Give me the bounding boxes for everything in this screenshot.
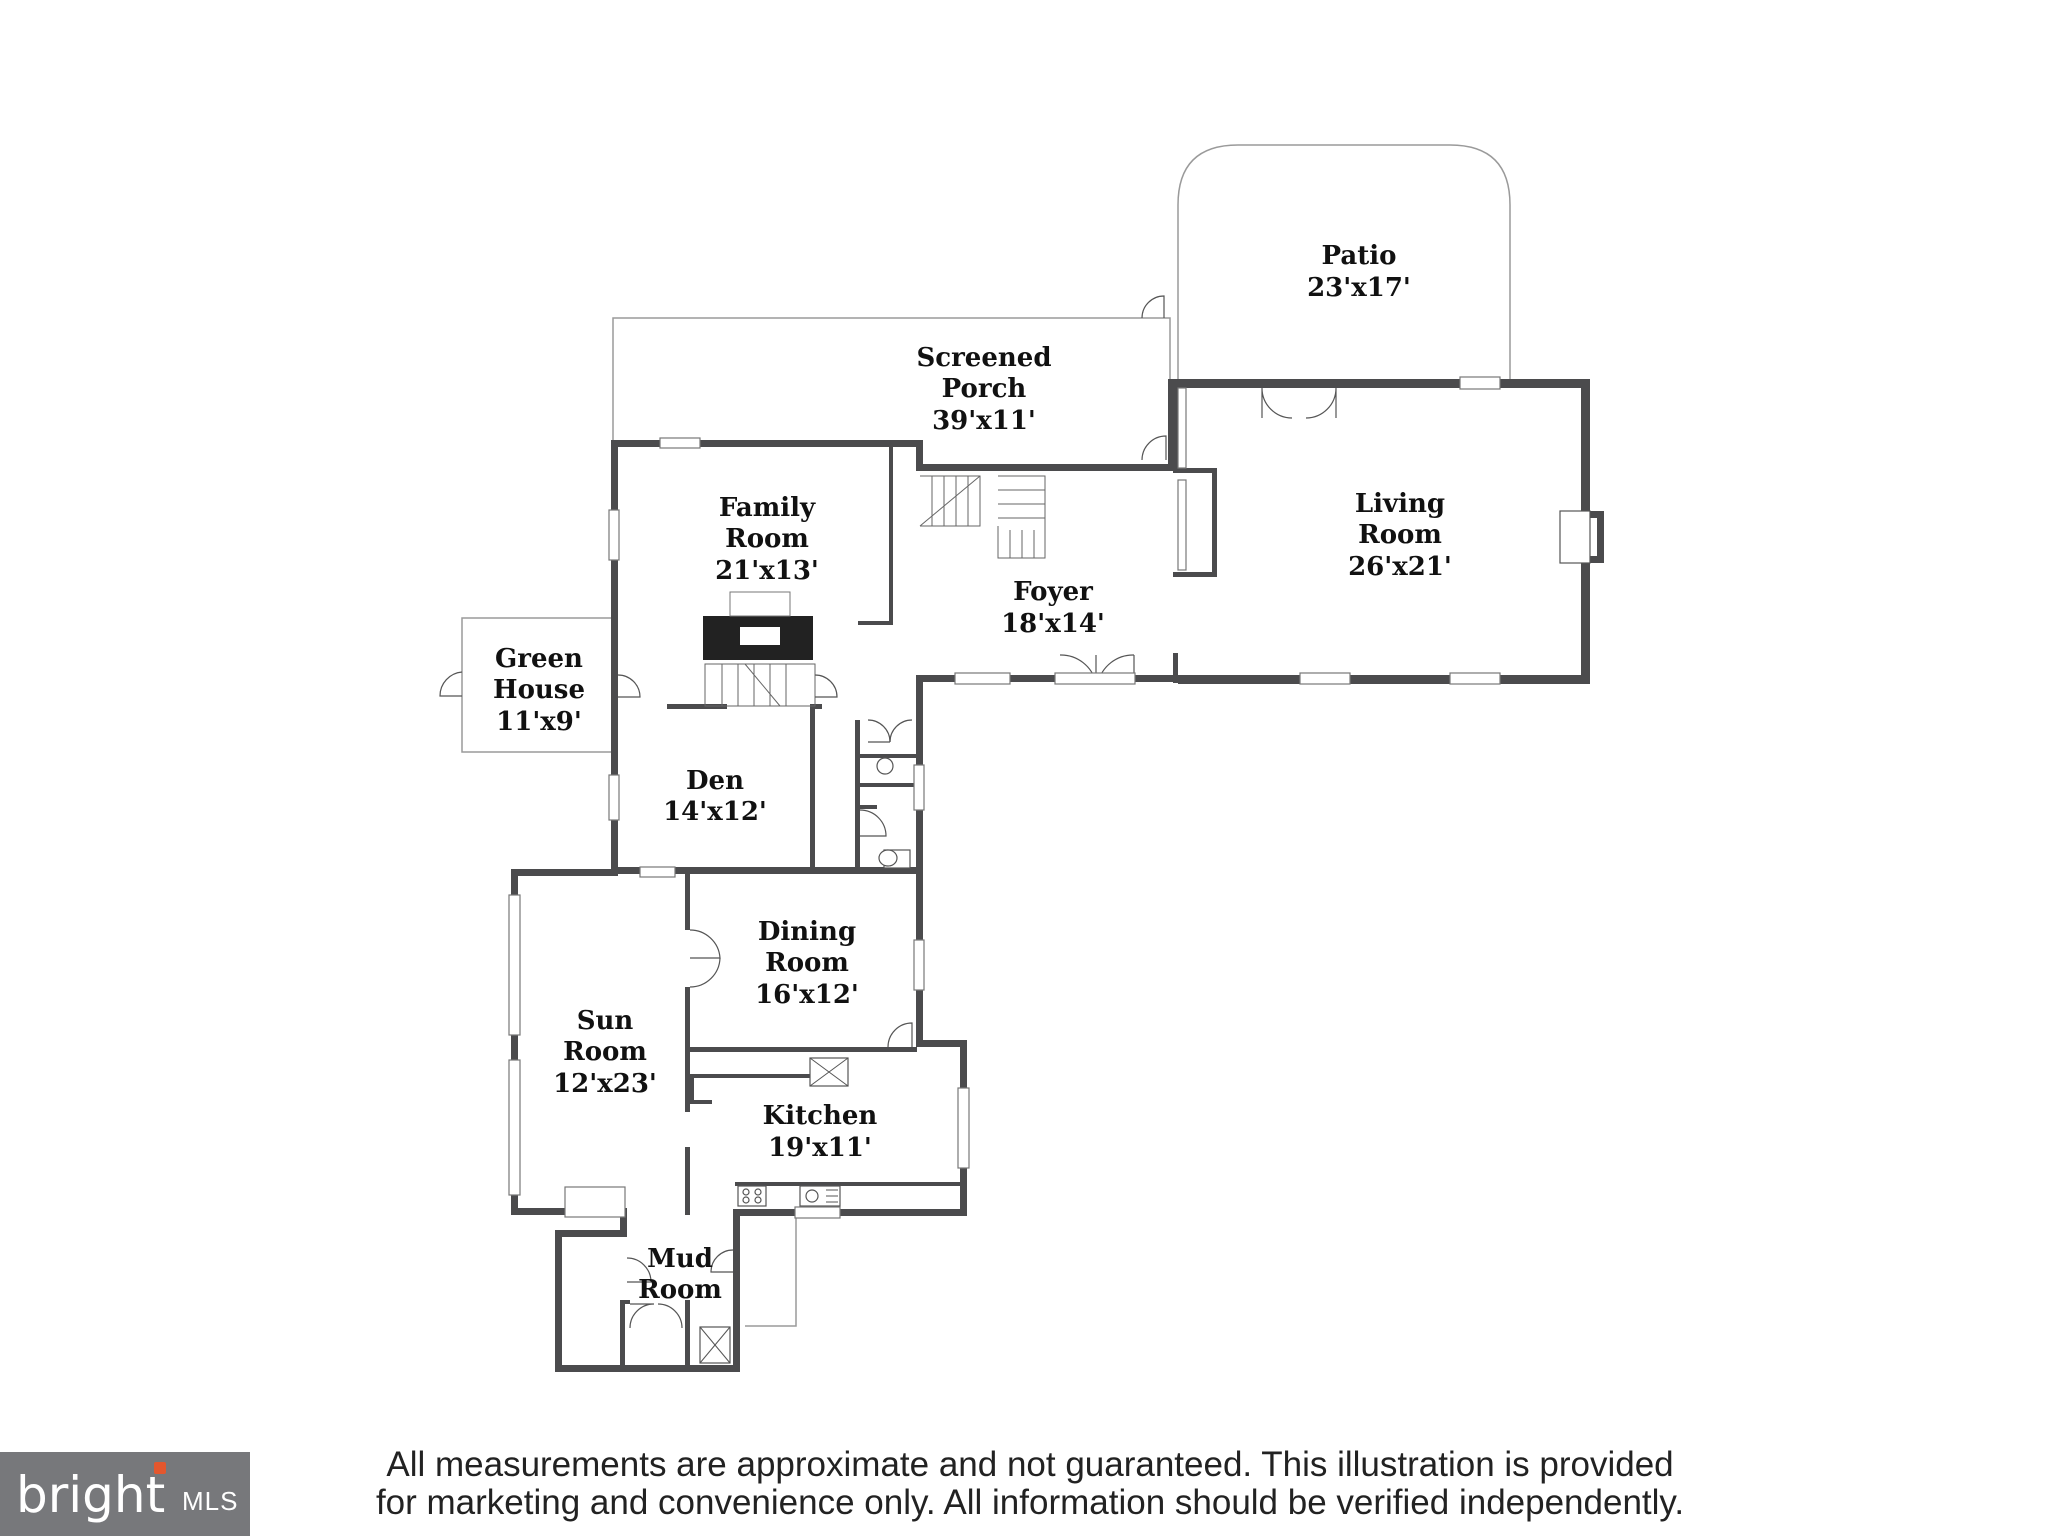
- logo-accent-mark: [154, 1462, 166, 1474]
- porch-door-swing: [1141, 295, 1165, 319]
- disclaimer: All measurements are approximate and not…: [300, 1446, 1760, 1522]
- room-labels: Patio 23'x17' Screened Porch 39'x11' Fam…: [493, 241, 1452, 1305]
- dining-room-size: 16'x12': [755, 980, 859, 1010]
- dining-room-name-2: Room: [765, 948, 849, 978]
- family-room-size: 21'x13': [715, 556, 819, 586]
- logo-suffix: MLS: [182, 1486, 239, 1516]
- mud-room-name-2: Room: [638, 1275, 722, 1305]
- living-room-hearth: [1559, 510, 1591, 564]
- sun-room-name-2: Room: [563, 1037, 647, 1067]
- interior-walls: [620, 388, 1217, 1370]
- logo-brand: bright: [16, 1466, 166, 1524]
- patio-size: 23'x17': [1307, 273, 1411, 303]
- mud-room-name-1: Mud: [647, 1244, 713, 1274]
- family-room-fireplace: [703, 591, 813, 660]
- family-room-name-1: Family: [719, 493, 816, 523]
- bright-mls-logo: bright MLS: [0, 1452, 250, 1536]
- screened-porch-name-2: Porch: [942, 374, 1027, 404]
- family-room-stairs: [704, 663, 816, 707]
- foyer-size: 18'x14': [1001, 609, 1105, 639]
- green-house-name-2: House: [493, 675, 585, 705]
- disclaimer-line-2: for marketing and convenience only. All …: [375, 1483, 1685, 1522]
- foyer-name: Foyer: [1013, 577, 1093, 607]
- door-swings: [617, 387, 1337, 1329]
- patio-name: Patio: [1322, 241, 1397, 271]
- living-room-name-1: Living: [1355, 489, 1445, 519]
- kitchen-size: 19'x11': [768, 1133, 872, 1163]
- sun-room-size: 12'x23': [553, 1069, 657, 1099]
- den-name: Den: [686, 766, 744, 796]
- dining-room-name-1: Dining: [758, 917, 856, 947]
- greenhouse-outline: [461, 617, 613, 753]
- living-room-size: 26'x21': [1348, 552, 1452, 582]
- bathroom-fixtures: [876, 757, 911, 869]
- mudroom-path-outline: [745, 1213, 797, 1327]
- foyer-stairs: [919, 475, 1046, 559]
- patio-outline: [1177, 144, 1511, 385]
- screened-porch-size: 39'x11': [932, 406, 1036, 436]
- family-room-name-2: Room: [725, 524, 809, 554]
- green-house-name-1: Green: [495, 644, 583, 674]
- kitchen-fixtures: [699, 1057, 849, 1364]
- living-room-name-2: Room: [1358, 520, 1442, 550]
- windows: [508, 376, 1501, 1219]
- greenhouse-door-swing: [439, 671, 463, 697]
- disclaimer-line-1: All measurements are approximate and not…: [386, 1445, 1674, 1484]
- screened-porch-name-1: Screened: [916, 343, 1051, 373]
- green-house-size: 11'x9': [496, 707, 582, 737]
- kitchen-name: Kitchen: [763, 1101, 878, 1131]
- sun-room-name-1: Sun: [577, 1006, 634, 1036]
- screened-porch-outline: [612, 317, 1171, 440]
- den-size: 14'x12': [663, 797, 767, 827]
